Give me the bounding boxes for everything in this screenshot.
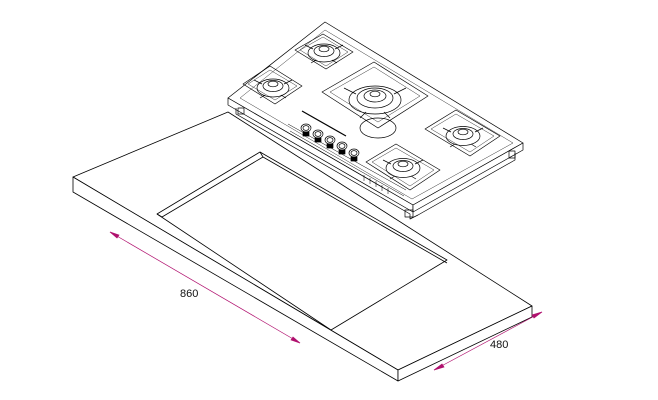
arrow-860-end (290, 336, 301, 344)
burner-right (424, 109, 501, 157)
knob-3 (324, 135, 336, 149)
knob-1 (300, 123, 312, 137)
knob-4 (336, 141, 348, 155)
hob-under-body (235, 108, 516, 220)
dimension-860 (109, 231, 301, 344)
countertop (72, 111, 533, 382)
hob-foot-left (237, 107, 245, 115)
hob-foot-right (508, 150, 516, 159)
cutout-opening (156, 151, 448, 331)
dimension-line-860 (109, 231, 301, 344)
arrow-480-start (433, 363, 445, 371)
dimension-480 (433, 311, 543, 371)
knob-5 (348, 148, 360, 162)
burner-rear-center (294, 33, 354, 70)
arrow-860-start (109, 231, 120, 239)
arrow-480-end (531, 311, 543, 319)
burner-front (365, 143, 441, 191)
hob-foot-front (404, 209, 414, 218)
burner-left (242, 65, 303, 105)
dimension-label-860: 860 (180, 288, 198, 300)
burner-wok-center (321, 61, 429, 139)
dimension-label-480: 480 (490, 339, 508, 351)
hob-front-ticks (363, 175, 389, 194)
gas-hob (227, 21, 524, 220)
knob-2 (312, 129, 324, 143)
dimension-line-480 (433, 311, 543, 371)
control-knobs (300, 123, 360, 162)
